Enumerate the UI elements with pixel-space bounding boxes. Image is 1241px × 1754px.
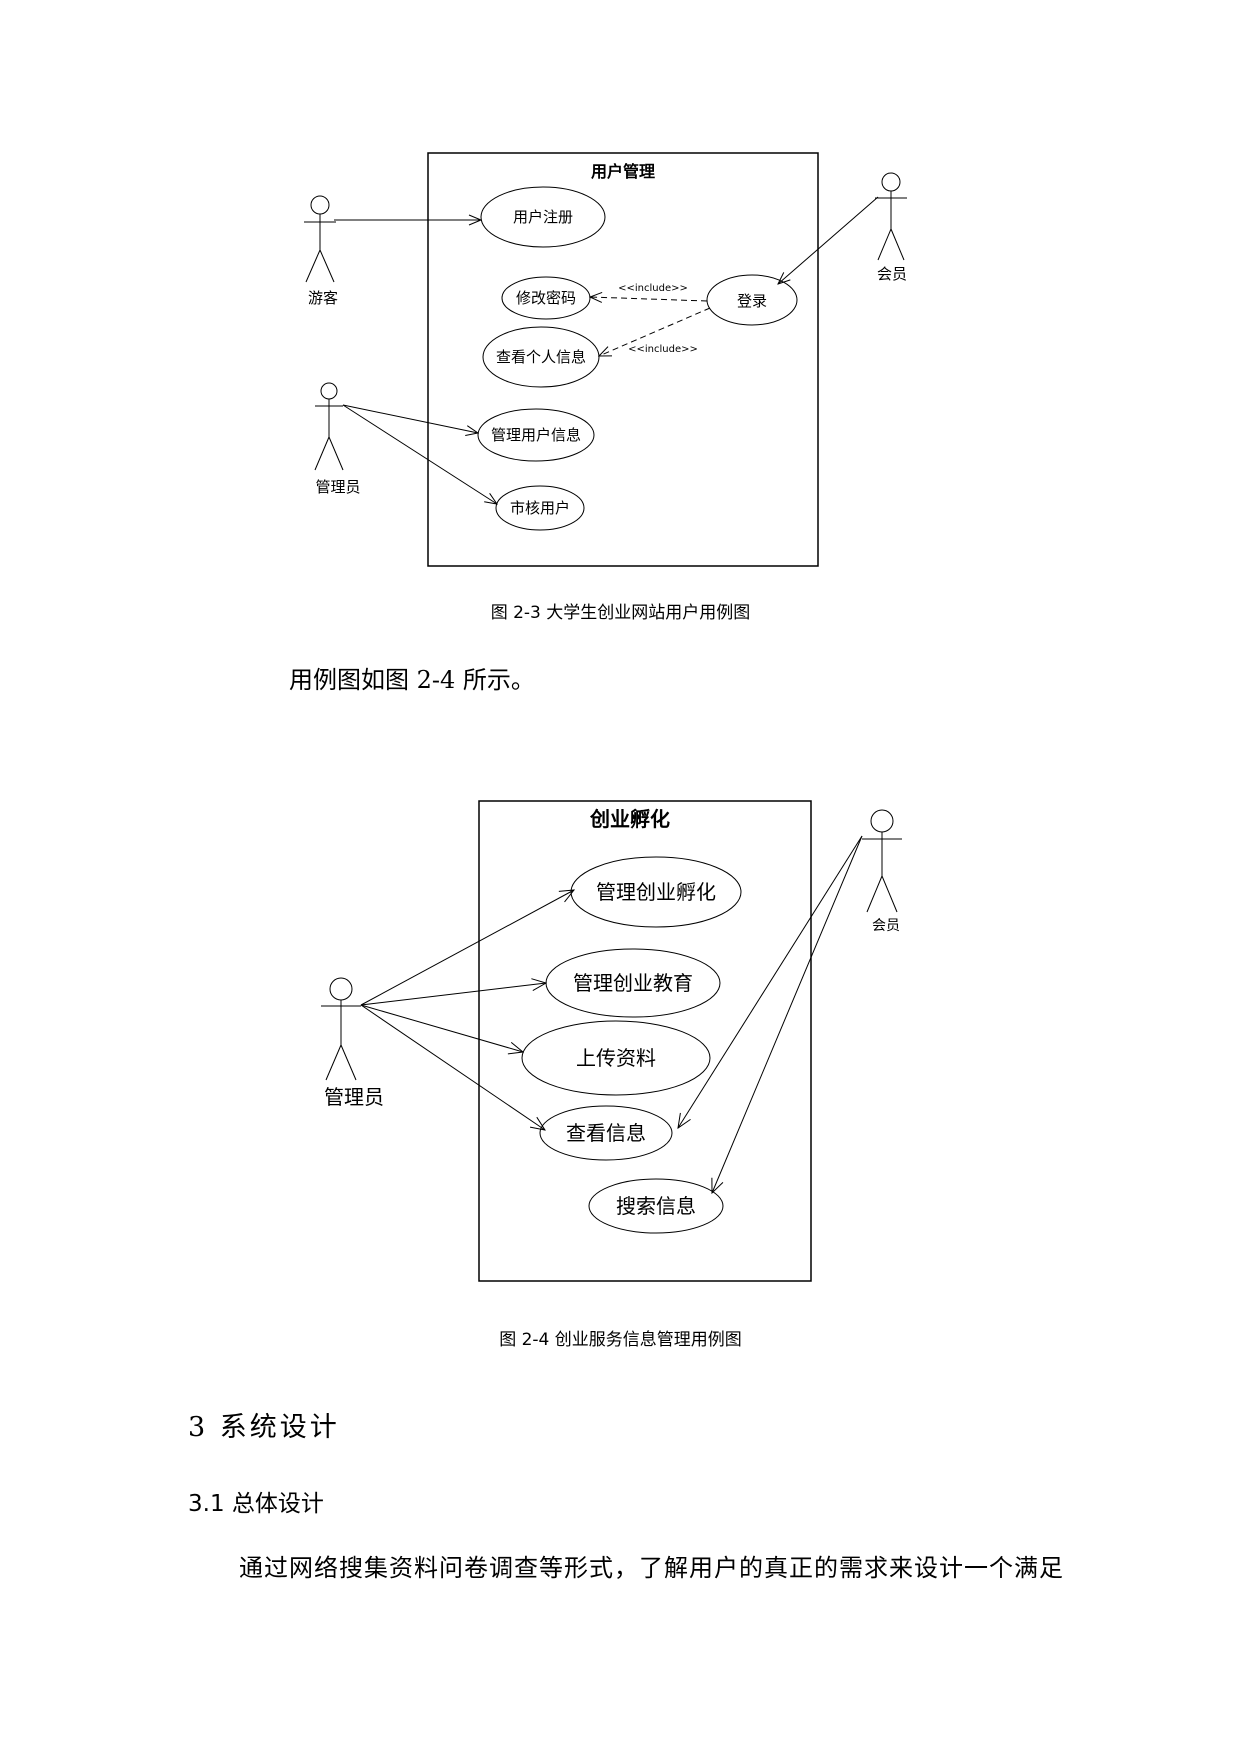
actor-member	[862, 809, 902, 913]
usecase-search-info-label: 搜索信息	[616, 1194, 696, 1218]
assoc-member-view-info	[678, 835, 863, 1128]
figure-2-4-caption: 图 2-4 创业服务信息管理用例图	[499, 1330, 742, 1350]
system-boundary	[478, 800, 812, 1282]
actor-visitor	[304, 195, 336, 283]
usecase-manage-users-label: 管理用户信息	[491, 426, 581, 444]
include-login-change-password	[590, 297, 708, 301]
section-3-1-heading: 3.1 总体设计	[188, 1491, 324, 1517]
figure-2-3-caption: 图 2-3 大学生创业网站用户用例图	[490, 603, 751, 623]
intro-paragraph: 用例图如图 2-4 所示。	[289, 666, 535, 694]
usecase-view-info-label: 查看信息	[566, 1121, 646, 1145]
usecase-view-profile	[482, 326, 600, 388]
assoc-member-login	[778, 196, 879, 284]
assoc-admin-manage-incubation	[360, 890, 574, 1006]
actor-admin	[321, 977, 361, 1081]
usecase-manage-incubation-label: 管理创业孵化	[596, 880, 716, 904]
usecase-review-users	[495, 485, 585, 531]
assoc-admin-manage-education	[360, 983, 546, 1006]
actor-admin	[314, 382, 344, 471]
assoc-admin-upload-materials	[360, 1004, 523, 1052]
section-3-heading: 3 系统设计	[188, 1412, 340, 1443]
boundary-title: 创业孵化	[589, 807, 670, 831]
assoc-admin-view-info	[360, 1004, 545, 1130]
figure-2-4-diagram: 创业孵化 管理员 会员 管理创业孵化 管理创业教育 上传资料 查看信息 搜索信息	[321, 800, 902, 1282]
usecase-review-users-label: 市核用户	[510, 499, 570, 517]
assoc-member-search-info	[712, 835, 863, 1193]
usecase-login-label: 登录	[737, 292, 767, 310]
usecase-upload-materials	[521, 1020, 711, 1096]
usecase-change-password-label: 修改密码	[516, 289, 576, 307]
actor-member-label: 会员	[877, 265, 907, 283]
assoc-admin-manage-users	[342, 404, 478, 433]
actor-visitor-label: 游客	[308, 289, 338, 307]
figure-2-3-diagram: 用户管理 游客 会员 管理员 用户注册 修改密码 登录 查看个人信息 管理用户	[304, 152, 907, 567]
assoc-admin-review-users	[342, 404, 497, 504]
usecase-login	[706, 274, 798, 326]
usecase-view-profile-label: 查看个人信息	[496, 348, 586, 366]
actor-member-label: 会员	[872, 918, 900, 934]
actor-member	[875, 172, 907, 261]
actor-admin-label: 管理员	[315, 478, 360, 496]
usecase-view-info	[539, 1105, 673, 1161]
body-paragraph: 通过网络搜集资料问卷调查等形式，了解用户的真正的需求来设计一个满足	[239, 1554, 1064, 1582]
include-login-view-profile	[599, 307, 711, 356]
actor-admin-label: 管理员	[324, 1085, 384, 1109]
usecase-search-info	[588, 1178, 724, 1234]
boundary-title: 用户管理	[591, 162, 655, 181]
include-label-2: <<include>>	[628, 344, 698, 355]
include-label-1: <<include>>	[618, 283, 688, 294]
system-boundary	[427, 152, 819, 567]
usecase-register-label: 用户注册	[513, 208, 573, 226]
usecase-upload-materials-label: 上传资料	[576, 1046, 656, 1070]
usecase-manage-education-label: 管理创业教育	[573, 971, 693, 995]
